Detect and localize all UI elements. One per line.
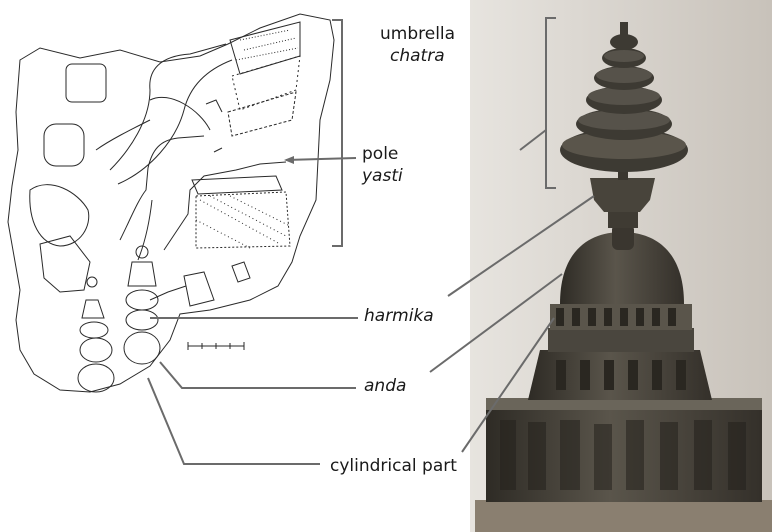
cylindrical-leader — [148, 378, 320, 464]
pole-label: pole — [362, 144, 398, 164]
pole-leader — [286, 158, 356, 160]
yasti-label: yasti — [362, 166, 403, 186]
stupa-photo — [470, 0, 772, 532]
anda-leader — [160, 362, 356, 388]
anda-label: anda — [364, 376, 406, 396]
relief-sketch — [8, 14, 334, 392]
chatra-label: chatra — [390, 46, 445, 66]
umbrella-label: umbrella — [380, 24, 455, 44]
harmika-label: harmika — [364, 306, 434, 326]
cylindrical-part-label: cylindrical part — [330, 456, 457, 476]
umbrella-bracket — [332, 20, 342, 246]
